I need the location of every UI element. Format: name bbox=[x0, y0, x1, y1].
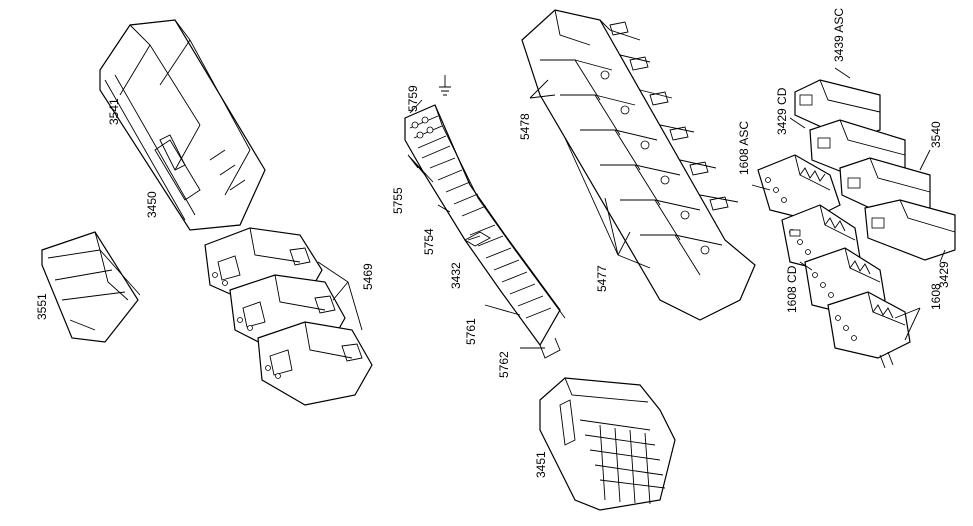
label-3541: 3541 bbox=[107, 98, 121, 125]
part-contactors-5469 bbox=[204, 227, 373, 406]
label-1608-cd: 1608 CD bbox=[785, 265, 799, 313]
part-terminal-strip bbox=[404, 75, 566, 359]
label-5478: 5478 bbox=[518, 113, 532, 140]
label-5469: 5469 bbox=[361, 263, 375, 290]
part-bases-1608 bbox=[757, 154, 911, 369]
part-cover-3551 bbox=[41, 231, 141, 343]
label-3551: 3551 bbox=[35, 293, 49, 320]
label-5754: 5754 bbox=[422, 228, 436, 255]
label-3429: 3429 bbox=[937, 261, 951, 288]
label-5759: 5759 bbox=[406, 85, 420, 112]
label-5762: 5762 bbox=[497, 351, 511, 378]
label-3451: 3451 bbox=[534, 451, 548, 478]
part-timer-modules bbox=[794, 79, 956, 261]
label-3432: 3432 bbox=[449, 262, 463, 289]
part-housing-3541 bbox=[99, 19, 266, 231]
label-1608-asc: 1608 ASC bbox=[737, 121, 751, 175]
label-5755: 5755 bbox=[391, 187, 405, 214]
label-3540: 3540 bbox=[929, 121, 943, 148]
leader-lines bbox=[317, 67, 946, 349]
label-5761: 5761 bbox=[464, 318, 478, 345]
label-3429-cd: 3429 CD bbox=[775, 87, 789, 135]
part-labels: 3541 3450 3551 5469 5759 5755 5754 3432 … bbox=[35, 8, 951, 478]
label-3450: 3450 bbox=[145, 191, 159, 218]
part-transformer-3451 bbox=[539, 377, 676, 511]
label-3439-asc: 3439 ASC bbox=[832, 8, 846, 62]
label-5477: 5477 bbox=[595, 265, 609, 292]
label-1608: 1608 bbox=[929, 283, 943, 310]
part-relay-sockets bbox=[521, 9, 756, 321]
